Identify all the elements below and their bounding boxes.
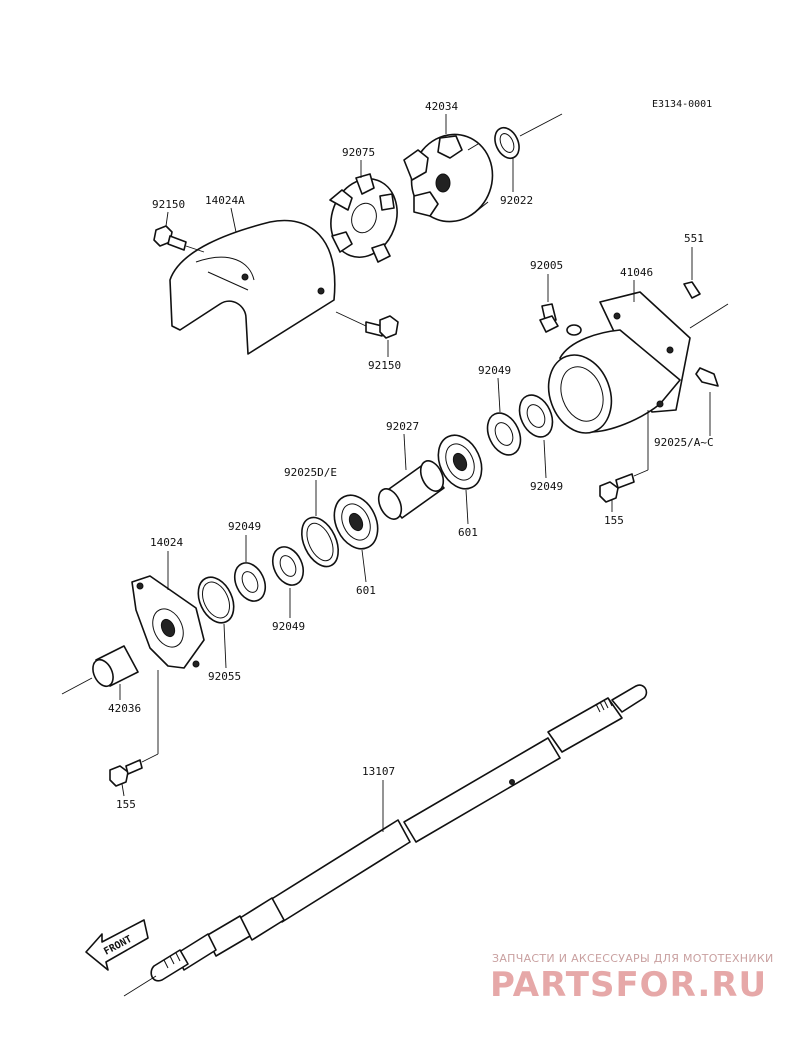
watermark-tagline: ЗАПЧАСТИ И АКСЕССУАРЫ ДЛЯ МОТОТЕХНИКИ [492, 952, 774, 965]
axis-line-housing [689, 303, 729, 329]
label-92022: 92022 [500, 194, 533, 207]
leader-92055 [223, 623, 227, 669]
part-92150-bolt-lower[interactable] [365, 315, 399, 339]
leader-601-lower [361, 549, 367, 583]
leader-92049-upper-a [497, 377, 501, 413]
label-601-lower: 601 [356, 584, 376, 597]
label-92150-lower: 92150 [368, 359, 401, 372]
part-41046-housing[interactable] [538, 291, 691, 442]
label-92025AC: 92025/A~C [654, 436, 714, 449]
leader-14024A [230, 207, 237, 233]
part-92055-o-ring[interactable] [191, 571, 240, 628]
label-92075: 92075 [342, 146, 375, 159]
part-92150-bolt-upper[interactable] [153, 225, 187, 251]
label-92049-lower-a: 92049 [272, 620, 305, 633]
label-92005: 92005 [530, 259, 563, 272]
label-92049-upper-b: 92049 [530, 480, 563, 493]
front-direction-arrow: FRONT [85, 919, 149, 971]
part-92005-switch[interactable] [539, 303, 582, 336]
part-42036-collar[interactable] [89, 645, 139, 689]
axis-line-bottom [123, 975, 157, 997]
label-14024A: 14024A [205, 194, 245, 207]
part-155-bolt-left[interactable] [109, 759, 143, 787]
part-13107-drive-shaft[interactable] [150, 684, 648, 982]
axis-line-left [61, 677, 93, 695]
leader-92150-lower-axis [335, 311, 367, 327]
diagram-code: E3134-0001 [652, 99, 712, 110]
leader-155-right-axis [633, 469, 649, 477]
label-92025DE: 92025D/E [284, 466, 337, 479]
label-92049-lower-b: 92049 [228, 520, 261, 533]
part-92075-damper[interactable] [320, 169, 408, 266]
label-92150-upper: 92150 [152, 198, 185, 211]
part-551-pin[interactable] [683, 281, 701, 299]
part-92025DE-ring[interactable] [295, 512, 346, 573]
label-155-right: 155 [604, 514, 624, 527]
part-42034-coupling-hub[interactable] [399, 123, 504, 233]
label-92027: 92027 [386, 420, 419, 433]
part-92027-sleeve[interactable] [374, 457, 448, 522]
label-92049-upper-a: 92049 [478, 364, 511, 377]
part-155-bolt-right[interactable] [599, 473, 635, 503]
leader-92027 [403, 433, 407, 471]
label-155-left: 155 [116, 798, 136, 811]
leader-601-upper [465, 489, 469, 525]
axis-line-top-right [519, 113, 563, 137]
watermark: ЗАПЧАСТИ И АКСЕССУАРЫ ДЛЯ МОТОТЕХНИКИ PA… [490, 952, 774, 1005]
part-14024-bearing-holder[interactable] [131, 575, 205, 669]
leader-92150-upper [165, 211, 169, 227]
part-92025AC-clip[interactable] [695, 367, 719, 387]
leader-92150-upper-axis [185, 245, 205, 253]
part-92049-seal-lower-b[interactable] [229, 558, 271, 606]
part-92049-seal-upper-a[interactable] [481, 408, 527, 461]
label-42036: 42036 [108, 702, 141, 715]
part-92049-seal-upper-b[interactable] [513, 390, 559, 443]
label-14024: 14024 [150, 536, 183, 549]
part-92022-washer[interactable] [490, 124, 523, 162]
label-41046: 41046 [620, 266, 653, 279]
part-601-bearing-upper[interactable] [430, 428, 490, 496]
label-13107: 13107 [362, 765, 395, 778]
label-601-upper: 601 [458, 526, 478, 539]
leader-155-left [121, 783, 125, 797]
leader-92049-upper-b [543, 439, 547, 479]
label-551: 551 [684, 232, 704, 245]
part-601-bearing-lower[interactable] [326, 488, 386, 556]
label-42034: 42034 [425, 100, 458, 113]
leader-155-left-axis [141, 753, 159, 763]
part-14024A-cover[interactable] [169, 219, 336, 355]
part-92049-seal-lower-a[interactable] [267, 542, 309, 590]
watermark-logo: PARTSFOR.RU [490, 965, 767, 1005]
label-92055: 92055 [208, 670, 241, 683]
